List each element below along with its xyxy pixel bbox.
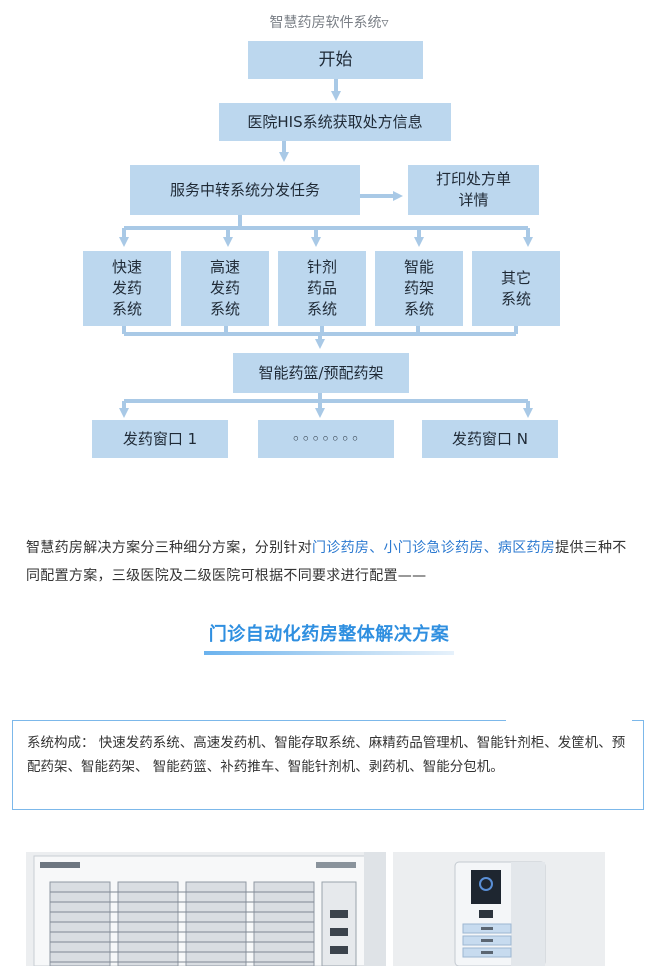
node-window-1: 发药窗口 1: [92, 420, 228, 458]
product-photo-dispenser: [26, 852, 386, 966]
node-system-3: 针剂 药品 系统: [278, 251, 366, 326]
intro-text-1: 智慧药房解决方案分三种细分方案，分别针对: [26, 540, 312, 556]
node-system-4: 智能 药架 系统: [375, 251, 463, 326]
composition-text: 系统构成： 快速发药系统、高速发药机、智能存取系统、麻精药品管理机、智能针剂柜、…: [27, 735, 626, 775]
display-screen-icon: [471, 870, 501, 904]
node-basket: 智能药篮/预配药架: [233, 353, 409, 393]
intro-text-2: 提供三种不同配置方案，三级医院及二级医院可根据不同要求进行配置——: [26, 540, 627, 584]
cabinet-icon: [393, 852, 605, 966]
composition-frame: [12, 720, 644, 810]
flowchart-connectors: [119, 79, 533, 418]
section-title: 门诊自动化药房整体解决方案: [208, 624, 450, 645]
intro-paragraph: 智慧药房解决方案分三种细分方案，分别针对门诊药房、小门诊急诊药房、病区药房提供三…: [26, 534, 636, 590]
node-print: 打印处方单 详情: [408, 165, 539, 215]
node-relay: 服务中转系统分发任务: [130, 165, 360, 215]
slot-icon: [330, 910, 348, 918]
node-window-n: 发药窗口 N: [422, 420, 558, 458]
node-system-5: 其它 系统: [472, 251, 560, 326]
diagram-title: 智慧药房软件系统▿: [269, 15, 389, 31]
node-start: 开始: [248, 41, 423, 79]
node-window-ellipsis: ◦◦◦◦◦◦◦: [258, 420, 394, 458]
node-system-2: 高速 发药 系统: [181, 251, 269, 326]
product-photo-cabinet: [393, 852, 605, 966]
intro-highlight: 门诊药房、小门诊急诊药房、病区药房: [312, 540, 556, 556]
node-his: 医院HIS系统获取处方信息: [219, 103, 451, 141]
section-title-underline: [204, 651, 454, 655]
node-system-1: 快速 发药 系统: [83, 251, 171, 326]
dispenser-machine-illustration: [26, 852, 386, 966]
composition-frame-gap: [506, 716, 632, 724]
